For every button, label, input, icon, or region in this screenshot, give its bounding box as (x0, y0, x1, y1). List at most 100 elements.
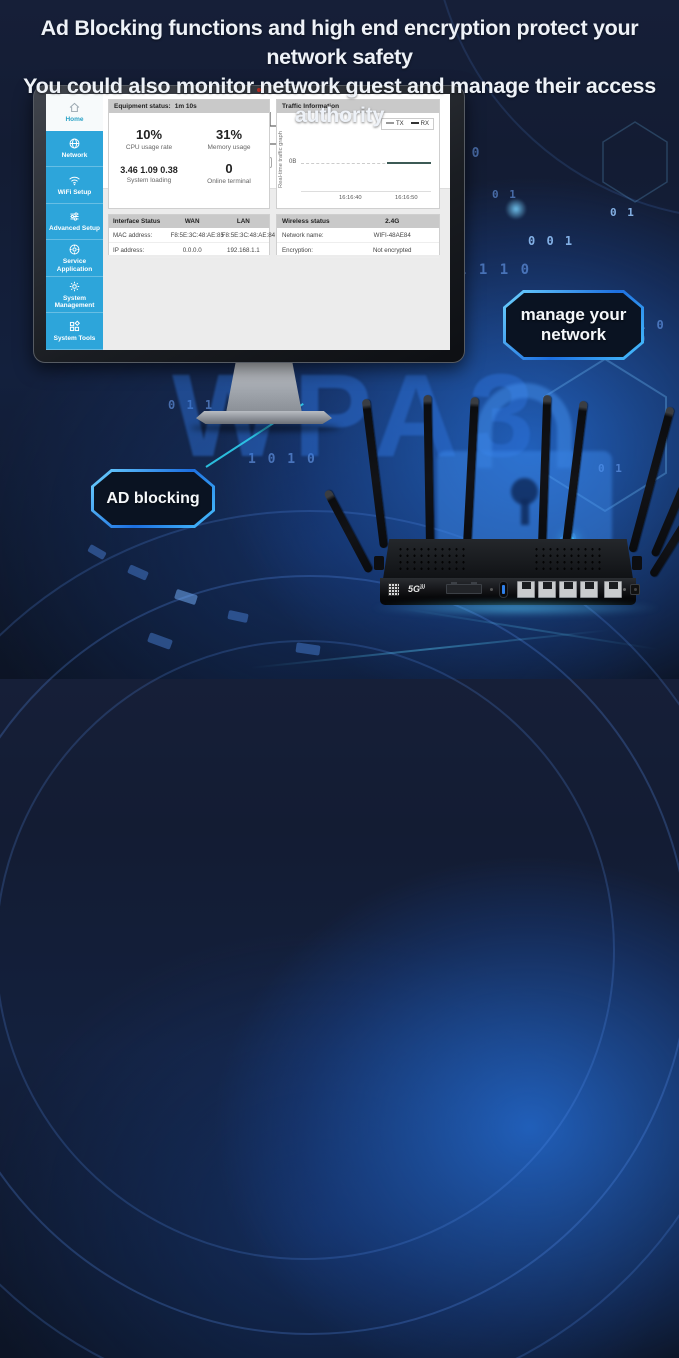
ssid-value: WIFI-48AE84 (373, 231, 411, 239)
equipment-status-header: Equipment status: 1m 10s (109, 100, 269, 113)
legend-rx: RX (410, 121, 429, 127)
binary-digits: 0 1 (598, 462, 624, 475)
stat-value: 31% (215, 127, 243, 142)
binary-digits: 0 0 1 (528, 234, 575, 248)
monitor-stand-base (196, 411, 332, 424)
legend-tx-label: TX (395, 121, 404, 127)
lan-mac: F8:5E:3C:48:AE:84 (221, 231, 276, 239)
wireless-title: Wireless status (282, 218, 330, 225)
wireless-row-encryption: Encryption: Not encrypted (277, 243, 439, 258)
router-admin-screen: Home Network WiFi Setup Advanced Setup S… (46, 94, 450, 350)
equipment-status-title: Equipment status: (114, 103, 171, 110)
table-row-ip: IP address: 0.0.0.0 192.168.1.1 (109, 243, 269, 258)
sidebar-item-home[interactable]: Home (46, 94, 103, 131)
wireless-status-panel: Wireless status 2.4G Network name: WIFI-… (276, 214, 440, 258)
arc-small (0, 640, 615, 1260)
manage-network-badge-inner: manage your network (506, 293, 641, 357)
y-axis-label: Real-time traffic graph (278, 131, 284, 189)
stat-label: CPU usage rate (125, 144, 173, 151)
chart-legend: TX RX (380, 118, 434, 130)
sidebar-item-system-management[interactable]: System Management (46, 277, 103, 314)
stat-memory: 31% Memory usage (189, 127, 269, 151)
x-axis (301, 191, 431, 192)
badge-text: AD blocking (106, 489, 200, 507)
badge-text-line1: manage your (520, 305, 627, 324)
sidebar-item-label: Network (61, 152, 88, 160)
rx-line-swatch (410, 122, 419, 125)
stat-cpu: 10% CPU usage rate (109, 127, 189, 151)
legend-rx-label: RX (420, 121, 429, 127)
home-icon (69, 102, 80, 112)
x-tick: 16:16:50 (395, 195, 418, 201)
power-jack (630, 584, 640, 595)
traffic-information-panel: Traffic Information TX RX Real-time traf… (276, 99, 440, 209)
sliders-icon (70, 212, 79, 221)
sidebar-item-label: System Management (54, 294, 95, 310)
sidebar-item-label: Service Application (56, 258, 93, 273)
admin-main-area: Terminal Device 2.4G LAN (103, 94, 450, 350)
wan-ip: 0.0.0.0 (182, 246, 202, 254)
table-row-mac: MAC address: F8:5E:3C:48:AE:85 F8:5E:3C:… (109, 228, 276, 243)
padlock-graphic (437, 383, 612, 548)
status-led (623, 588, 626, 591)
sidebar-item-advanced-setup[interactable]: Advanced Setup (46, 204, 103, 241)
ad-blocking-badge-inner: AD blocking (94, 472, 212, 525)
wireless-band: 2.4G (385, 218, 400, 225)
headline: Ad Blocking functions and high end encry… (0, 14, 679, 130)
sidebar-item-label: WiFi Setup (57, 188, 92, 196)
binary-digits: 1 0 0 (638, 318, 666, 346)
sidebar-item-network[interactable]: Network (46, 131, 103, 168)
wireless-header: Wireless status 2.4G (277, 215, 439, 228)
binary-digits: 0 1 (492, 188, 518, 201)
traffic-rx-segment (387, 162, 431, 164)
equipment-stats-grid: 10% CPU usage rate 31% Memory usage 3.46… (109, 113, 269, 185)
tx-line-swatch (385, 122, 394, 125)
padlock-keyhole-stem (521, 499, 529, 525)
sidebar-item-label: System Tools (53, 335, 96, 342)
y-tick-0b: 0B (289, 159, 297, 165)
tools-squares-icon (69, 320, 81, 332)
webcam-dot (257, 88, 261, 92)
encryption-value: Not encrypted (372, 246, 412, 254)
interface-title: Interface Status (113, 218, 161, 225)
wan-mac: F8:5E:3C:48:AE:85 (170, 231, 224, 239)
stat-label: Online terminal (207, 178, 251, 185)
traffic-baseline (301, 163, 431, 164)
headline-line1: Ad Blocking functions and high end encry… (40, 16, 639, 69)
wifi-icon (69, 176, 80, 185)
monitor-stand-neck (226, 361, 302, 413)
sidebar-item-system-tools[interactable]: System Tools (46, 313, 103, 350)
sidebar: Home Network WiFi Setup Advanced Setup S… (46, 94, 103, 350)
wan-port (604, 581, 622, 598)
stat-label: Memory usage (207, 144, 251, 151)
equipment-uptime: 1m 10s (174, 103, 197, 110)
stand-shadow (190, 424, 340, 432)
stat-label: System loading (126, 177, 172, 184)
binary-digits: 1 1 1 0 (458, 262, 532, 278)
stat-system-loading: 3.46 1.09 0.38 System loading (109, 161, 189, 185)
sidebar-item-label: Advanced Setup (49, 225, 100, 233)
sidebar-item-wifi-setup[interactable]: WiFi Setup (46, 167, 103, 204)
badge-text-line2: network (540, 325, 607, 344)
stat-value: 3.46 1.09 0.38 (120, 165, 178, 175)
binary-digits: 0 1 (610, 206, 636, 219)
monitor: Home Network WiFi Setup Advanced Setup S… (33, 85, 465, 363)
row-label: IP address: (113, 246, 145, 254)
ad-blocking-badge: AD blocking (91, 469, 215, 528)
lan-ip: 192.168.1.1 (227, 246, 260, 254)
globe-icon (69, 138, 80, 149)
hexagon-outline (602, 121, 668, 203)
col-lan: LAN (236, 218, 250, 225)
glow-dot (505, 198, 527, 220)
traffic-header: Traffic Information (277, 100, 439, 113)
stat-value: 10% (135, 127, 163, 142)
stat-online-terminal: 0 Online terminal (189, 161, 269, 185)
sidebar-item-label: Home (65, 115, 84, 123)
vent-holes-right (533, 546, 605, 572)
antenna-mount-right (632, 556, 642, 570)
sidebar-item-service-application[interactable]: Service Application (46, 240, 103, 277)
headline-line2: You could also monitor network guest and… (23, 74, 656, 127)
interface-table-header: Interface Status WAN LAN (109, 215, 269, 228)
stat-value: 0 (225, 161, 233, 176)
